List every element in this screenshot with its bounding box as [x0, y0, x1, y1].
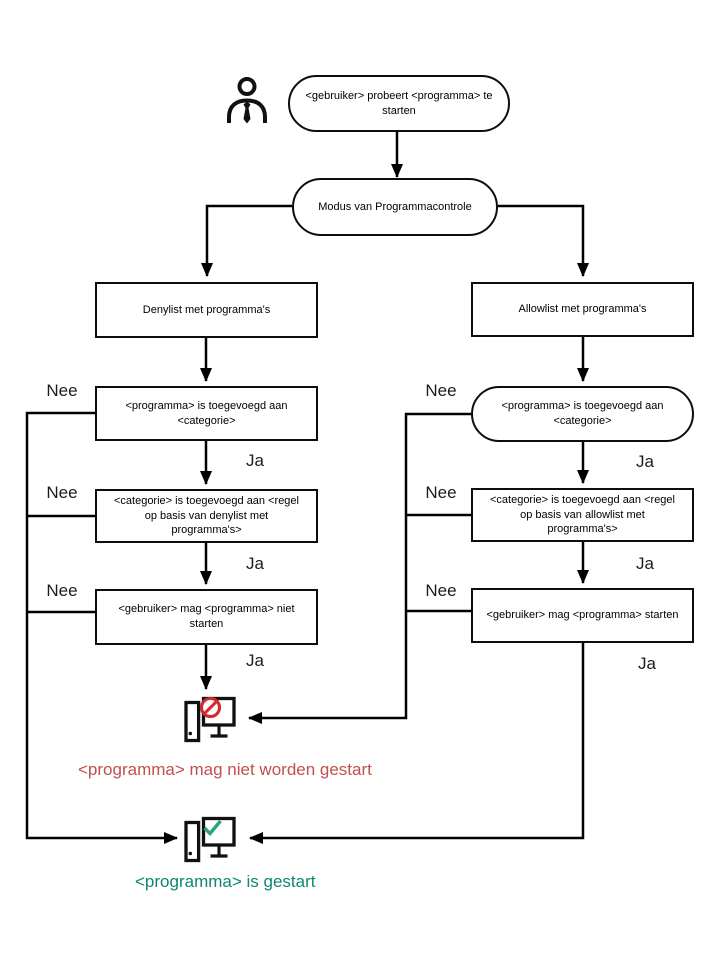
node-denylist-category-check: <programma> is toegevoegd aan <categorie…	[95, 386, 318, 441]
tower-shape	[184, 820, 201, 863]
edge-label-no-deny-1: Nee	[46, 381, 78, 400]
edge-label-yes-deny-1: Ja	[246, 451, 264, 470]
computer-blocked-icon	[184, 696, 236, 743]
node-allowlist-result-label: <gebruiker> mag <programma> starten	[486, 609, 679, 622]
edge-label-yes-deny-3: Ja	[246, 651, 264, 670]
caption-blocked: <programma> mag niet worden gestart	[78, 760, 372, 779]
edge-label-yes-allow-2: Ja	[636, 554, 654, 573]
node-mode: Modus van Programmacontrole	[292, 178, 498, 236]
computer-started-icon	[184, 816, 236, 863]
node-denylist-result-label: <gebruiker> mag <programma> niet starten	[118, 603, 295, 630]
prohibition-icon	[199, 696, 222, 719]
node-denylist-label: Denylist met programma's	[142, 303, 271, 316]
user-icon	[227, 77, 267, 124]
node-denylist-rule-check-label: <categorie> is toegevoegd aan <regel op …	[113, 494, 299, 537]
caption-started: <programma> is gestart	[135, 872, 316, 891]
node-allowlist-result: <gebruiker> mag <programma> starten	[471, 588, 694, 643]
node-allowlist-category-check: <programma> is toegevoegd aan <categorie…	[471, 386, 694, 442]
tower-shape	[184, 700, 201, 743]
edge-label-yes-deny-2: Ja	[246, 554, 264, 573]
edge-label-no-allow-2: Nee	[425, 483, 457, 502]
node-denylist-category-check-label: <programma> is toegevoegd aan <categorie…	[125, 399, 288, 427]
node-start: <gebruiker> probeert <programma> te star…	[288, 75, 510, 132]
check-icon	[203, 819, 222, 837]
node-start-label: <gebruiker> probeert <programma> te star…	[305, 89, 493, 117]
node-mode-label: Modus van Programmacontrole	[318, 200, 472, 213]
edge-label-no-deny-2: Nee	[46, 483, 78, 502]
edge-label-yes-allow-3: Ja	[638, 654, 656, 673]
node-allowlist-rule-check-label: <categorie> is toegevoegd aan <regel op …	[489, 493, 675, 536]
node-allowlist: Allowlist met programma's	[471, 282, 694, 337]
node-denylist: Denylist met programma's	[95, 282, 318, 338]
edge-label-yes-allow-1: Ja	[636, 452, 654, 471]
edge-label-no-allow-1: Nee	[425, 381, 457, 400]
node-allowlist-rule-check: <categorie> is toegevoegd aan <regel op …	[471, 488, 694, 542]
edge-label-no-allow-3: Nee	[425, 581, 457, 600]
node-denylist-result: <gebruiker> mag <programma> niet starten	[95, 589, 318, 645]
node-denylist-rule-check: <categorie> is toegevoegd aan <regel op …	[95, 489, 318, 543]
tie-shape	[243, 101, 251, 124]
node-allowlist-category-check-label: <programma> is toegevoegd aan <categorie…	[501, 400, 664, 427]
edge-label-no-deny-3: Nee	[46, 581, 78, 600]
node-allowlist-label: Allowlist met programma's	[518, 303, 647, 316]
